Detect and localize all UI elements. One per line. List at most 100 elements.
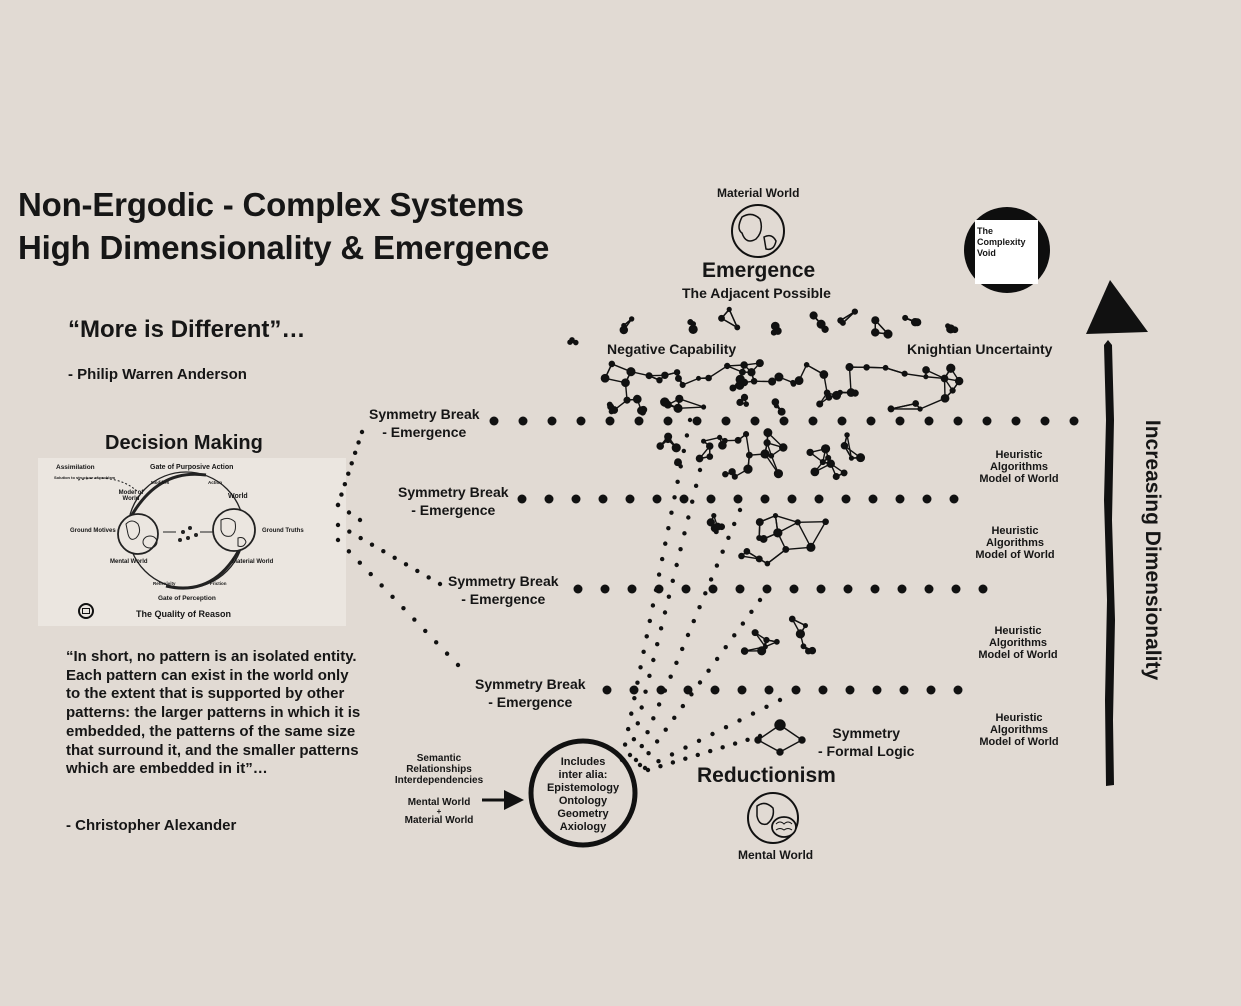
top-network-node — [743, 401, 750, 407]
label-action: Action — [208, 480, 222, 485]
top-network-node — [608, 408, 615, 415]
top-network-node — [922, 366, 930, 374]
dotted-row — [870, 584, 880, 594]
rising-dot — [662, 610, 668, 615]
heuristic-1-line-2: Algorithms — [989, 461, 1049, 473]
top-network-node — [675, 394, 684, 403]
dotted-row — [951, 584, 961, 594]
rising-dot — [750, 711, 756, 716]
lower-network-node — [757, 646, 767, 656]
rising-dot — [663, 727, 668, 732]
dotted-row — [544, 494, 554, 504]
fan-dot — [359, 429, 365, 435]
rising-dot — [714, 656, 720, 662]
dotted-row — [571, 494, 581, 504]
motif-node — [883, 329, 893, 339]
heuristic-1-line-1: Heuristic — [995, 449, 1043, 461]
dotted-row — [598, 494, 608, 504]
middle-network-node — [706, 518, 715, 527]
heuristic-2: Heuristic Algorithms Model of World — [960, 525, 1070, 561]
rising-dot — [723, 644, 728, 650]
dotted-row — [625, 494, 635, 504]
top-network-edge — [885, 367, 905, 375]
heuristic-4-line-2: Algorithms — [989, 724, 1049, 736]
heuristic-3-line-2: Algorithms — [988, 637, 1048, 649]
upper-network-node — [768, 453, 775, 459]
top-network-node — [923, 374, 929, 380]
top-network-node — [901, 370, 908, 377]
fan-dot — [401, 605, 406, 611]
top-network-node — [632, 394, 642, 404]
rising-dot — [726, 535, 731, 540]
rising-dot — [674, 562, 679, 568]
dotted-row — [733, 494, 743, 504]
motif-node — [628, 316, 635, 322]
motif-node — [809, 311, 818, 320]
lower-network-node — [751, 629, 759, 637]
top-network-node — [912, 400, 920, 407]
middle-network-node — [755, 555, 763, 563]
dotted-row — [895, 416, 905, 426]
rising-dot — [740, 621, 746, 626]
motif-node — [569, 337, 575, 343]
dotted-row — [681, 584, 691, 594]
top-network-node — [623, 396, 631, 404]
rising-dot — [658, 626, 664, 631]
upper-network-node — [773, 469, 784, 479]
rising-dot — [645, 767, 651, 773]
upper-network-node — [820, 444, 831, 454]
dotted-row — [924, 584, 934, 594]
top-network-node — [755, 359, 764, 368]
top-network-node — [954, 376, 964, 386]
upper-network-node — [734, 436, 742, 444]
rising-dot — [643, 689, 648, 694]
rising-dot — [697, 680, 703, 685]
middle-network-node — [822, 518, 829, 526]
upper-network-node — [745, 451, 753, 459]
motif-node — [573, 339, 579, 346]
dotted-lines — [335, 416, 1079, 773]
top-network-node — [777, 407, 786, 416]
rising-dot — [691, 618, 696, 624]
label-model-of-world: Model of World — [118, 490, 144, 502]
upper-network-node — [742, 431, 750, 438]
middle-network-edge — [810, 521, 827, 548]
rising-dot — [697, 605, 702, 610]
middle-network-edge — [775, 514, 798, 524]
rising-dot — [669, 752, 675, 757]
top-network-node — [740, 361, 748, 369]
interdependencies-line: Interdependencies — [394, 775, 484, 786]
void-line-1: The — [977, 226, 994, 236]
semantic-line: Semantic — [416, 753, 462, 764]
label-gate-purposive: Gate of Purposive Action — [150, 464, 234, 471]
symmetry-break-4-line-2: - Emergence — [488, 694, 573, 710]
symmetry-break-4-line-1: Symmetry Break — [475, 676, 586, 692]
label-world: World — [228, 493, 248, 500]
rising-dot — [682, 531, 687, 536]
dotted-row — [895, 494, 905, 504]
motif-node — [951, 326, 959, 334]
upper-network-edge — [745, 434, 751, 456]
complexity-void-icon — [964, 207, 1050, 293]
rising-dot — [708, 577, 714, 582]
symmetry-break-3-line-2: - Emergence — [461, 591, 546, 607]
title-line-2: High Dimensionality & Emergence — [18, 229, 550, 266]
fan-dot — [444, 651, 450, 656]
rising-dot — [658, 764, 663, 769]
rising-dot — [656, 702, 662, 707]
brain-globe-icon — [747, 792, 799, 844]
top-network-node — [739, 368, 746, 376]
fan-dot — [437, 581, 443, 587]
center-network-dots — [178, 526, 198, 542]
dotted-row — [576, 416, 586, 426]
rising-dot — [647, 618, 653, 624]
top-network-edge — [904, 373, 926, 378]
fan-dot — [347, 529, 352, 534]
top-network-node — [696, 375, 702, 381]
fan-dot — [390, 594, 395, 600]
top-network-node — [735, 374, 745, 385]
middle-network-node — [755, 518, 764, 527]
upper-network-node — [674, 458, 682, 467]
heuristic-2-line-1: Heuristic — [991, 525, 1039, 537]
symmetry-diamond-edge — [779, 739, 803, 753]
